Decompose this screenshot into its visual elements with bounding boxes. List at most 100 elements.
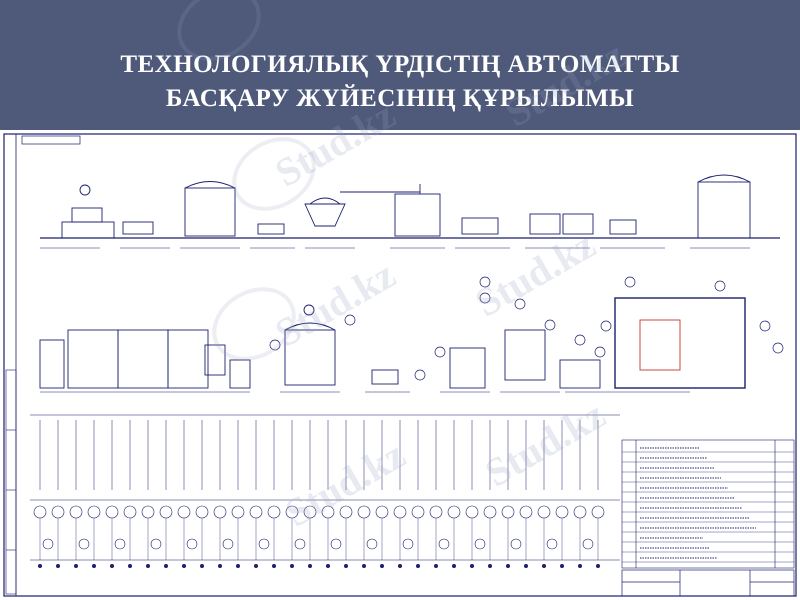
- terminal-dot: [362, 564, 366, 568]
- terminal-dot: [236, 564, 240, 568]
- instrument-circle: [231, 505, 245, 519]
- actuator-circle: [582, 538, 594, 550]
- terminal-dot: [200, 564, 204, 568]
- instrument-column: [375, 420, 389, 568]
- terminal-dot: [596, 564, 600, 568]
- terminal-dot: [452, 564, 456, 568]
- instrument-circle: [537, 505, 551, 519]
- instrument-column: [339, 420, 353, 568]
- equipment-1-top: [71, 207, 103, 223]
- chamber: [614, 297, 746, 389]
- title-line-2: БАСҚАРУ ЖҮЙЕСІНІҢ ҚҰРЫЛЫМЫ: [165, 85, 635, 112]
- instrument-column: [213, 420, 234, 568]
- automation-columns: [30, 414, 620, 561]
- technical-drawing: [0, 130, 800, 600]
- instrument-column: [303, 420, 317, 568]
- terminal-dot: [326, 564, 330, 568]
- actuator-circle: [150, 538, 162, 550]
- frame-e: [204, 344, 226, 376]
- separator: [304, 203, 346, 227]
- heat-exchanger-1: [461, 217, 499, 235]
- gauge-2: [303, 304, 315, 316]
- terminal-dot: [254, 564, 258, 568]
- actuator-circle: [474, 538, 486, 550]
- instrument-column: [177, 420, 198, 568]
- instrument-column: [411, 420, 425, 568]
- pump-3: [609, 219, 637, 235]
- terminal-dot: [146, 564, 150, 568]
- terminal-dot: [560, 564, 564, 568]
- instrument-circle: [249, 505, 263, 519]
- panel-1: [504, 329, 546, 381]
- side-stamp: [5, 369, 17, 595]
- instrument-column: [231, 420, 245, 568]
- pump-2: [257, 223, 285, 235]
- terminal-dot: [74, 564, 78, 568]
- terminal-dot: [218, 564, 222, 568]
- terminal-dot: [578, 564, 582, 568]
- homogenizer-1: [529, 213, 561, 235]
- actuator-circle: [402, 538, 414, 550]
- specification-table: [621, 439, 795, 569]
- title-line-1: ТЕХНОЛОГИЯЛЫҚ ҮРДІСТІҢ АВТОМАТТЫ: [120, 51, 680, 78]
- panel-2: [559, 359, 601, 389]
- instrument-circle: [195, 505, 209, 519]
- instrument-circle: [141, 505, 155, 519]
- terminal-dot: [164, 564, 168, 568]
- terminal-dot: [128, 564, 132, 568]
- instrument-column: [159, 420, 173, 568]
- actuator-circle: [546, 538, 558, 550]
- instrument-circle: [501, 505, 515, 519]
- instrument-circle: [159, 505, 173, 519]
- terminal-dot: [344, 564, 348, 568]
- terminal-dot: [542, 564, 546, 568]
- pump-4: [371, 369, 399, 385]
- equipment-1: [61, 221, 115, 239]
- terminal-dot: [290, 564, 294, 568]
- pump-1: [122, 221, 154, 235]
- instrument-circle: [555, 505, 569, 519]
- terminal-dot: [38, 564, 42, 568]
- frame-b: [67, 329, 119, 389]
- instrument-circle: [303, 505, 317, 519]
- terminal-dot: [524, 564, 528, 568]
- instrument-columns: [33, 420, 605, 568]
- instrument-column: [555, 420, 569, 568]
- frame-d: [167, 329, 209, 389]
- instrument-column: [123, 420, 137, 568]
- actuator-circle: [114, 538, 126, 550]
- instrument-circle: [447, 505, 461, 519]
- actuator-circle: [78, 538, 90, 550]
- instrument-circle: [591, 505, 605, 519]
- instrument-column: [249, 420, 270, 568]
- terminal-dot: [398, 564, 402, 568]
- tank-1-dome: [184, 181, 236, 189]
- tank-1: [184, 187, 236, 237]
- instrument-circle: [33, 505, 47, 519]
- instrument-column: [357, 420, 378, 568]
- terminal-dot: [92, 564, 96, 568]
- gauge-1: [79, 184, 91, 196]
- terminal-dot: [56, 564, 60, 568]
- instrument-column: [321, 420, 342, 568]
- actuator-circle: [438, 538, 450, 550]
- instrument-circle: [51, 505, 65, 519]
- instrument-column: [591, 420, 605, 568]
- instrument-column: [573, 420, 594, 568]
- instrument-column: [483, 420, 497, 568]
- homogenizer-2: [562, 213, 594, 235]
- process-line-row2: [39, 297, 746, 389]
- frame-a: [39, 339, 65, 389]
- instrument-column: [393, 420, 414, 568]
- instrument-circle: [123, 505, 137, 519]
- actuator-circle: [186, 538, 198, 550]
- specification-rows: [622, 447, 794, 563]
- terminal-dot: [416, 564, 420, 568]
- actuator-circle: [222, 538, 234, 550]
- terminal-dot: [272, 564, 276, 568]
- instrument-circle: [573, 505, 587, 519]
- slide-header: [0, 0, 800, 130]
- terminal-dot: [308, 564, 312, 568]
- instrument-column: [285, 420, 306, 568]
- tank-5: [449, 347, 486, 389]
